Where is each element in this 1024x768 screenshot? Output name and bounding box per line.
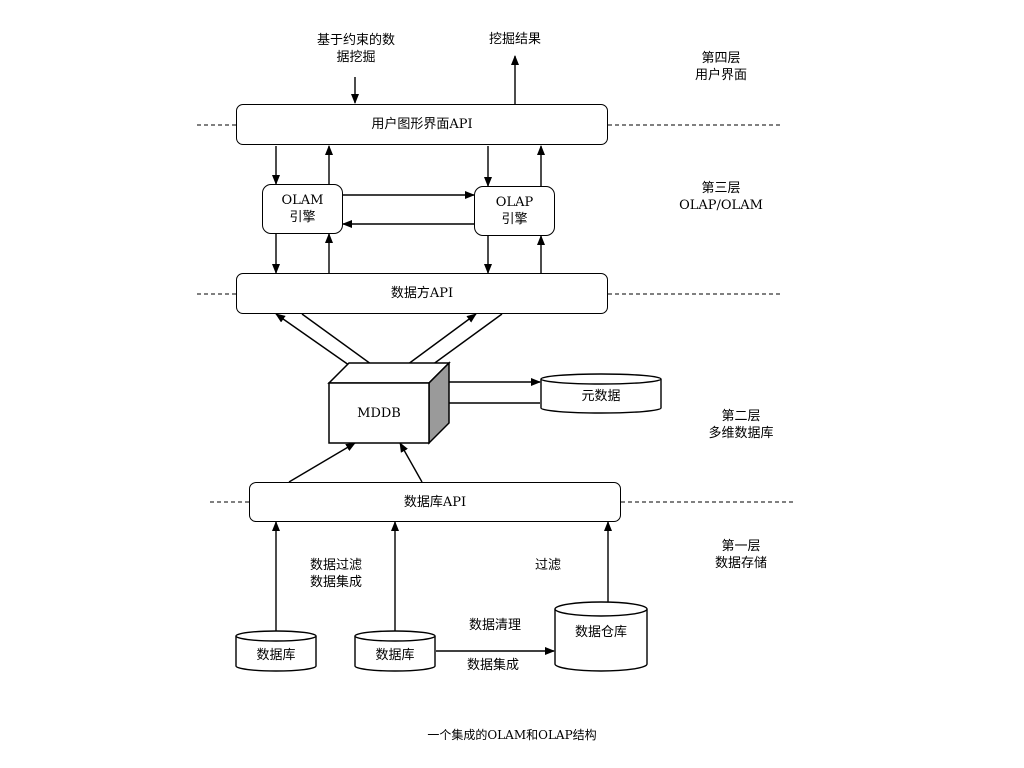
- data-integration-label: 数据集成: [466, 658, 519, 673]
- gui-api-box: 用户图形界面API: [236, 104, 608, 145]
- olam-engine-box: OLAM 引擎: [262, 184, 343, 234]
- arrow-db-api-to-mddb-right: [399, 442, 423, 483]
- filter-integrate-label: 数据过滤 数据集成: [309, 558, 362, 590]
- arrow-mddb-to-cube-api-left: [275, 313, 357, 371]
- database-2-label: 数据库: [375, 648, 415, 663]
- cylinders: [235, 373, 662, 672]
- cube-api-box: 数据方API: [236, 273, 608, 314]
- olap-engine-sub: 引擎: [501, 212, 528, 227]
- data-cleaning-label: 数据清理: [468, 618, 521, 633]
- db1-cylinder: [235, 630, 317, 672]
- layer-1-label: 第一层 数据存储: [714, 539, 767, 571]
- layer-4-label: 第四层 用户界面: [694, 51, 747, 83]
- olap-engine-box: OLAP 引擎: [474, 186, 555, 236]
- warehouse-cylinder: [554, 601, 648, 672]
- database-1-label: 数据库: [256, 648, 296, 663]
- olam-engine-sub: 引擎: [289, 210, 316, 225]
- olam-engine-name: OLAM: [281, 193, 324, 208]
- mddb-cube: [327, 361, 451, 445]
- db-api-box: 数据库API: [249, 482, 621, 522]
- metadata-label: 元数据: [581, 389, 621, 404]
- filter-label: 过滤: [534, 558, 561, 573]
- mining-result-label: 挖掘结果: [488, 32, 541, 47]
- layer-3-label: 第三层 OLAP/OLAM: [679, 181, 763, 213]
- data-warehouse-label: 数据仓库: [574, 625, 627, 640]
- constraint-mining-input-label: 基于约束的数 据挖掘: [316, 33, 395, 65]
- olap-engine-name: OLAP: [495, 195, 534, 210]
- mddb-label: MDDB: [357, 406, 401, 421]
- layer-2-label: 第二层 多维数据库: [708, 409, 774, 441]
- arrow-db-api-to-mddb-left: [288, 442, 356, 483]
- mddb-cube-front: [328, 382, 430, 444]
- db2-cylinder: [354, 630, 436, 672]
- figure-caption: 一个集成的OLAM和OLAP结构: [427, 728, 597, 742]
- arrows: [272, 55, 612, 655]
- metadata-cylinder: [540, 373, 662, 414]
- layer-separators: [197, 124, 793, 503]
